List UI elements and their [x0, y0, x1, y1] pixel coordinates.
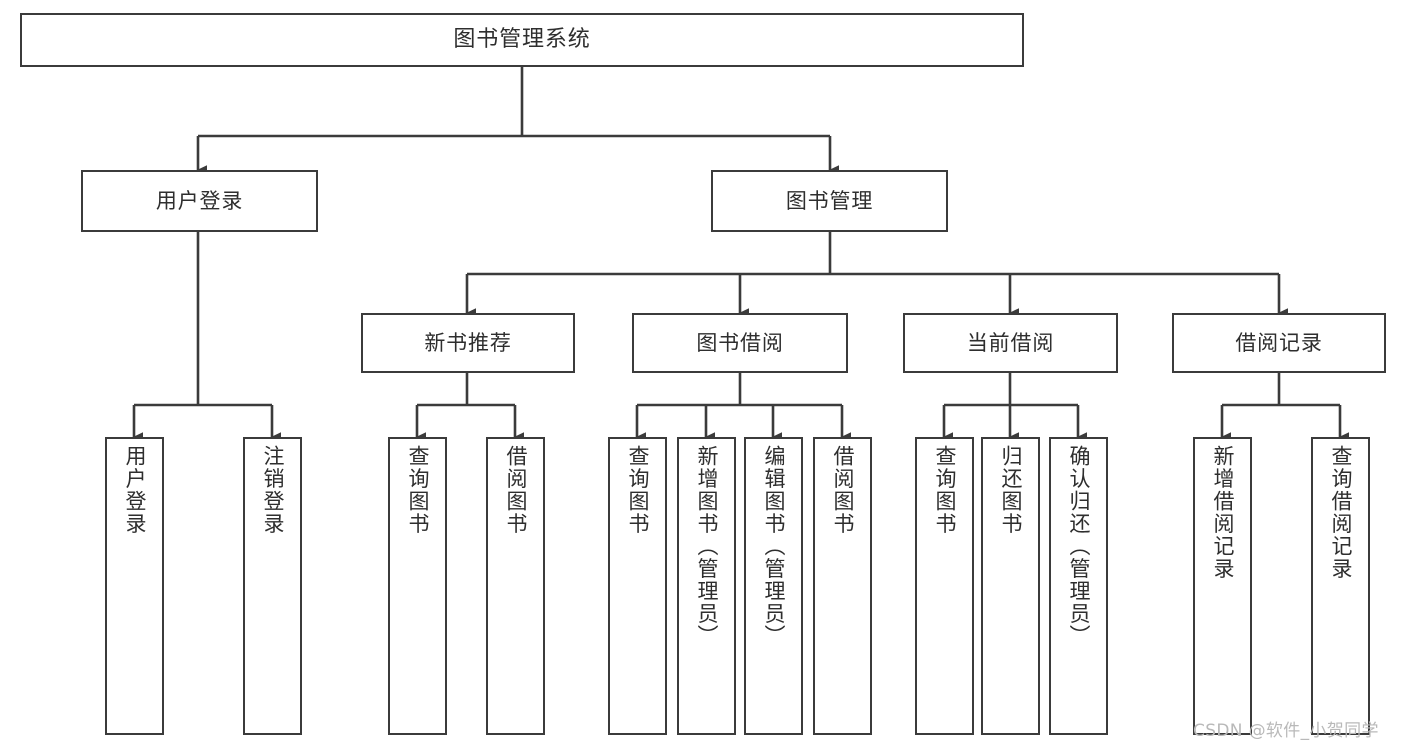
node-root-book-management-system[interactable]: 图书管理系统 — [20, 13, 1024, 67]
node-label: 查询图书 — [406, 445, 430, 535]
node-user-login[interactable]: 用户登录 — [81, 170, 318, 232]
node-leaf-borrow-edit-book-admin[interactable]: 编辑图书（管理员） — [744, 437, 803, 735]
node-leaf-logout[interactable]: 注销登录 — [243, 437, 302, 735]
node-leaf-newbook-query-books[interactable]: 查询图书 — [388, 437, 447, 735]
node-leaf-user-login[interactable]: 用户登录 — [105, 437, 164, 735]
node-leaf-newbook-borrow-books[interactable]: 借阅图书 — [486, 437, 545, 735]
watermark-csdn: CSDN @软件_小贺同学 — [1193, 721, 1379, 741]
node-book-borrowing[interactable]: 图书借阅 — [632, 313, 848, 373]
node-label: 查询借阅记录 — [1329, 445, 1353, 580]
node-current-borrowing[interactable]: 当前借阅 — [903, 313, 1118, 373]
node-label: 借阅记录 — [1235, 330, 1323, 355]
node-label: 图书管理系统 — [453, 27, 591, 53]
node-leaf-record-add-record[interactable]: 新增借阅记录 — [1193, 437, 1252, 735]
node-label: 查询图书 — [933, 445, 957, 535]
node-label: 图书借阅 — [696, 330, 784, 355]
node-label: 查询图书 — [626, 445, 650, 535]
node-leaf-borrow-add-book-admin[interactable]: 新增图书（管理员） — [677, 437, 736, 735]
node-label: 图书管理 — [785, 188, 874, 213]
node-leaf-borrow-borrow-books[interactable]: 借阅图书 — [813, 437, 872, 735]
node-new-book-recommendation[interactable]: 新书推荐 — [361, 313, 575, 373]
node-label: 新增借阅记录 — [1211, 445, 1235, 580]
node-label: 当前借阅 — [966, 330, 1055, 355]
node-borrowing-record[interactable]: 借阅记录 — [1172, 313, 1386, 373]
node-label: 借阅图书 — [504, 445, 528, 535]
node-label: 用户登录 — [155, 188, 244, 213]
node-label: 新增图书（管理员） — [695, 445, 719, 648]
node-label: 编辑图书（管理员） — [762, 445, 786, 648]
node-leaf-current-return-books[interactable]: 归还图书 — [981, 437, 1040, 735]
node-leaf-record-query-record[interactable]: 查询借阅记录 — [1311, 437, 1370, 735]
node-leaf-borrow-query-books[interactable]: 查询图书 — [608, 437, 667, 735]
node-book-management[interactable]: 图书管理 — [711, 170, 948, 232]
node-label: 归还图书 — [999, 445, 1023, 535]
node-label: 新书推荐 — [424, 330, 512, 355]
node-label: 注销登录 — [261, 445, 285, 535]
node-label: 借阅图书 — [831, 445, 855, 535]
node-leaf-current-query-books[interactable]: 查询图书 — [915, 437, 974, 735]
node-label: 确认归还（管理员） — [1067, 445, 1091, 648]
node-label: 用户登录 — [123, 445, 147, 535]
node-leaf-current-confirm-return-admin[interactable]: 确认归还（管理员） — [1049, 437, 1108, 735]
